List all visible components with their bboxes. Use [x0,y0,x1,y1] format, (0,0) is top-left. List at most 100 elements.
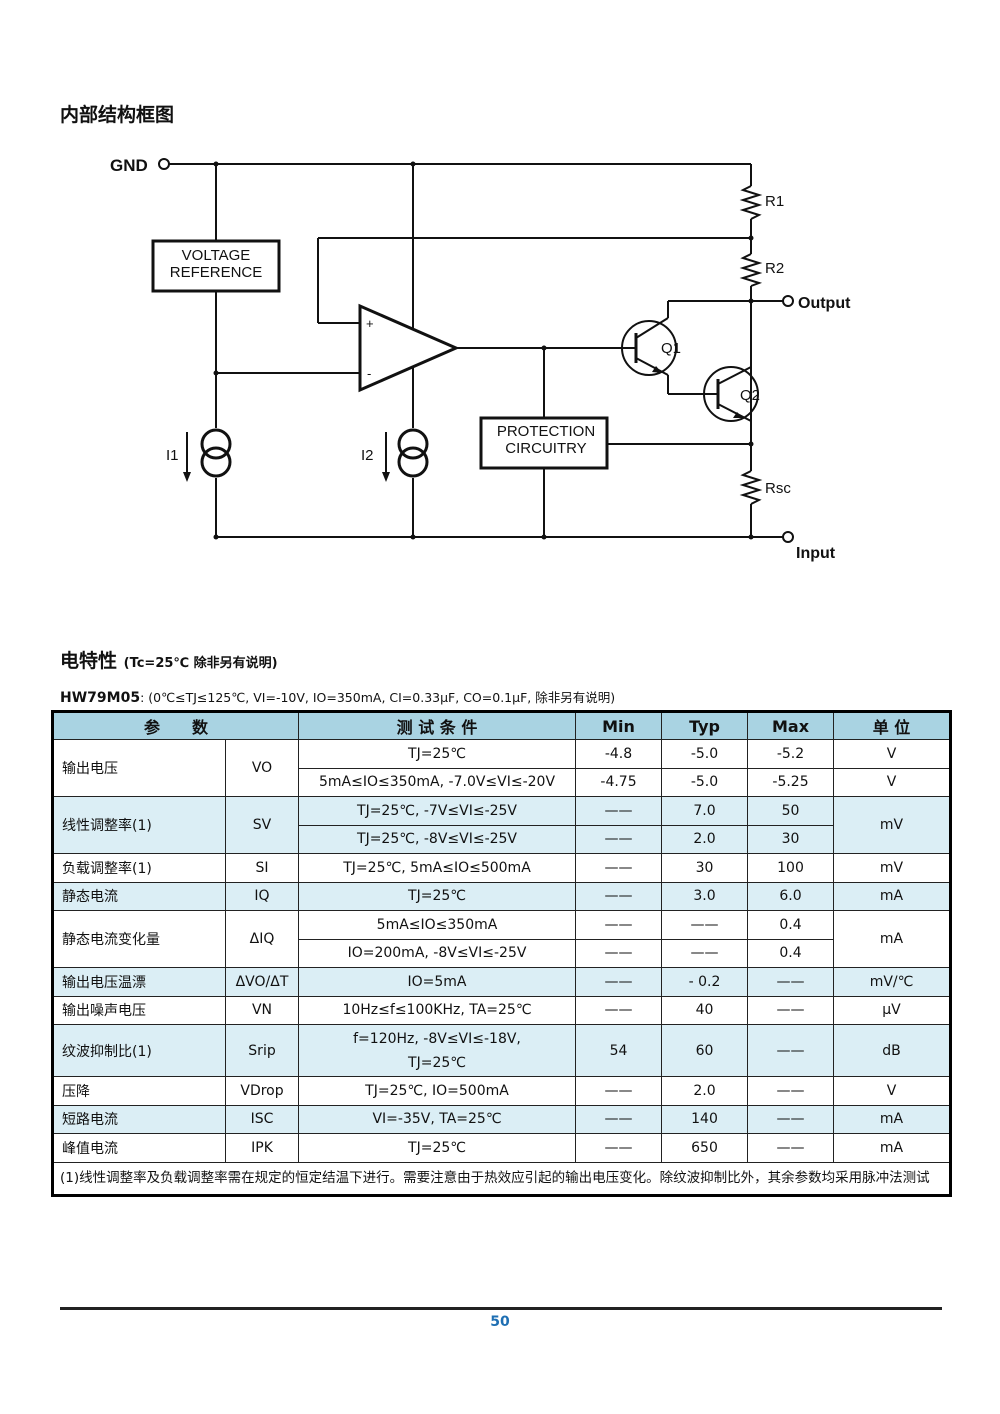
max-cell: —— [747,967,835,997]
r2-label: R2 [765,260,784,277]
rsc-label: Rsc [765,480,791,497]
min-cell: —— [575,1104,663,1134]
symbol-cell: VN [224,995,300,1025]
table-row: 峰值电流 IPK TJ=25℃ —— 650 —— mA [52,1133,952,1163]
symbol-cell: Srip [224,1024,300,1077]
header-param: 参 数 [51,711,300,740]
table-row: 输出电压温漂 ΔVO/ΔT IO=5mA —— - 0.2 —— mV/℃ [52,967,952,997]
symbol-cell: SV [224,796,300,854]
table-row: 压降 VDrop TJ=25℃, IO=500mA —— 2.0 —— V [52,1076,952,1106]
max-cell: 30 [747,824,835,854]
cond-cell: TJ=25℃ [298,739,577,769]
unit-cell: V [833,1076,952,1106]
typ-cell: -5.0 [661,739,749,769]
param-cell: 峰值电流 [52,1133,226,1163]
param-cell: 静态电流变化量 [52,910,226,968]
symbol-cell: VO [224,739,300,797]
unit-cell: mV/℃ [833,967,952,997]
min-cell: —— [575,881,663,911]
typ-cell: - 0.2 [661,967,749,997]
gnd-label: GND [110,156,148,175]
max-cell: 0.4 [747,938,835,968]
electrical-subtitle: (Tc=25℃ 除非另有说明) [123,656,278,671]
max-cell: -5.2 [747,739,835,769]
section-title-block-diagram: 内部结构框图 [60,104,175,126]
param-cell: 输出噪声电压 [52,995,226,1025]
table-row: 负载调整率(1) SI TJ=25℃, 5mA≤IO≤500mA —— 30 1… [52,853,952,883]
table-row: 静态电流 IQ TJ=25℃ —— 3.0 6.0 mA [52,881,952,911]
q2-label: Q2 [740,387,760,404]
typ-cell: 40 [661,995,749,1025]
symbol-cell: SI [224,853,300,883]
typ-cell: 30 [661,853,749,883]
header-typ: Typ [661,711,749,740]
cond-cell: TJ=25℃ [298,1133,577,1163]
table-row: 输出电压 VO TJ=25℃ -4.8 -5.0 -5.2 V [52,739,952,797]
max-cell: —— [747,1024,835,1077]
table-row: 输出噪声电压 VN 10Hz≤f≤100KHz, TA=25℃ —— 40 ——… [52,995,952,1025]
unit-cell: mV [833,796,952,854]
unit-cell: mA [833,1104,952,1134]
table-row: 静态电流变化量 ΔIQ 5mA≤IO≤350mA —— —— 0.4 mA [52,910,952,968]
min-cell: —— [575,1133,663,1163]
cond-cell: TJ=25℃, -7V≤VI≤-25V [298,796,577,826]
typ-cell: —— [661,938,749,968]
table-row: 短路电流 ISC VI=-35V, TA=25℃ —— 140 —— mA [52,1104,952,1134]
typ-cell: 650 [661,1133,749,1163]
min-cell: -4.75 [575,767,663,797]
param-cell: 负载调整率(1) [52,853,226,883]
cond-line-2: TJ=25℃ [408,1054,466,1071]
unit-cell: mA [833,881,952,911]
max-cell: -5.25 [747,767,835,797]
typ-cell: 7.0 [661,796,749,826]
q1-label: Q1 [661,340,681,357]
symbol-cell: IQ [224,881,300,911]
footnote: (1)线性调整率及负载调整率需在规定的恒定结温下进行。需要注意由于热效应引起的输… [51,1161,952,1196]
cond-cell: f=120Hz, -8V≤VI≤-18V, TJ=25℃ [298,1024,577,1077]
input-label: Input [796,545,836,562]
unit-cell: mA [833,910,952,968]
symbol-cell: ISC [224,1104,300,1134]
prot-label-1: PROTECTION [497,423,595,440]
opamp-minus: - [367,366,371,381]
min-cell: —— [575,995,663,1025]
symbol-cell: IPK [224,1133,300,1163]
param-cell: 纹波抑制比(1) [52,1024,226,1077]
cond-cell: TJ=25℃ [298,881,577,911]
param-cell: 输出电压 [52,739,226,797]
prot-label-2: CIRCUITRY [505,440,586,457]
table-row: 纹波抑制比(1) Srip f=120Hz, -8V≤VI≤-18V, TJ=2… [52,1024,952,1077]
i2-label: I2 [361,447,374,464]
min-cell: —— [575,967,663,997]
typ-cell: 2.0 [661,1076,749,1106]
param-cell: 输出电压温漂 [52,967,226,997]
min-cell: 54 [575,1024,663,1077]
header-cond: 测 试 条 件 [298,711,577,740]
cond-cell: TJ=25℃, IO=500mA [298,1076,577,1106]
table-header-row: 参 数 测 试 条 件 Min Typ Max 单 位 [51,711,952,740]
cond-cell: VI=-35V, TA=25℃ [298,1104,577,1134]
vref-label-2: REFERENCE [170,264,263,281]
min-cell: —— [575,824,663,854]
header-max: Max [747,711,835,740]
max-cell: 50 [747,796,835,826]
electrical-title: 电特性 [60,650,118,672]
header-min: Min [575,711,663,740]
symbol-cell: ΔIQ [224,910,300,968]
output-label: Output [798,295,851,312]
unit-cell: mV [833,853,952,883]
electrical-characteristics-table: 参 数 测 试 条 件 Min Typ Max 单 位 输出电压 VO TJ=2… [51,710,953,1197]
header-unit: 单 位 [833,711,952,740]
test-conditions: HW79M05: (0℃≤TJ≤125℃, VI=-10V, IO=350mA,… [60,687,615,706]
vref-label-1: VOLTAGE [182,247,251,264]
param-cell: 静态电流 [52,881,226,911]
section-title-electrical: 电特性 (Tc=25℃ 除非另有说明) [60,646,278,673]
part-number: HW79M05 [60,690,141,706]
cond-cell: 5mA≤IO≤350mA, -7.0V≤VI≤-20V [298,767,577,797]
typ-cell: 60 [661,1024,749,1077]
cond-line-1: f=120Hz, -8V≤VI≤-18V, [353,1030,521,1047]
min-cell: —— [575,1076,663,1106]
cond-cell: 5mA≤IO≤350mA [298,910,577,940]
footnote-row: (1)线性调整率及负载调整率需在规定的恒定结温下进行。需要注意由于热效应引起的输… [51,1161,952,1196]
min-cell: —— [575,796,663,826]
